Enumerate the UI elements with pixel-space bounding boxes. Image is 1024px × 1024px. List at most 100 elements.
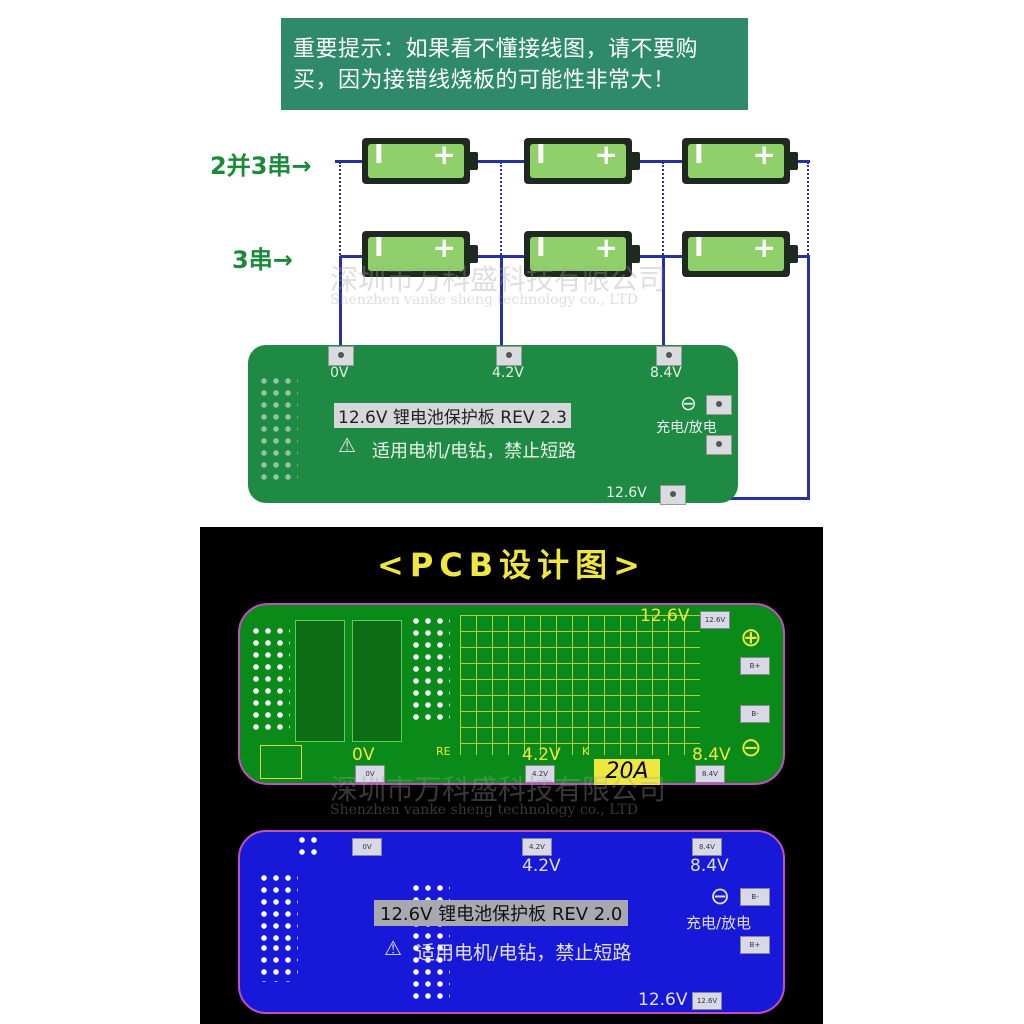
warning-banner: 重要提示：如果看不懂接线图，请不要购 买，因为接错线烧板的可能性非常大！	[281, 18, 748, 110]
component-outline	[260, 745, 302, 779]
board-warning: 适用电机/电钻，禁止短路	[372, 441, 577, 462]
wire	[686, 497, 810, 500]
warning-triangle-icon: ⚠	[338, 433, 356, 457]
positive-terminal-icon: +	[752, 231, 776, 264]
battery-cell: I+	[362, 231, 478, 277]
warning-triangle-icon: ⚠	[384, 936, 402, 960]
board-title: 12.6V 锂电池保护板 REV 2.3	[334, 403, 571, 428]
output-pad: B+	[740, 936, 770, 954]
via-array	[258, 872, 298, 942]
pad-12-6v-label: 12.6V	[606, 485, 647, 501]
wire	[478, 160, 526, 163]
wire	[798, 160, 810, 163]
dotted-wire	[500, 162, 502, 255]
pcb-top-re: RE	[436, 745, 451, 758]
output-pad: B+	[740, 657, 770, 675]
negative-terminal-icon: I	[694, 233, 704, 263]
pad-12-6v: 12.6V	[692, 992, 722, 1010]
pcb-top-4-2v: 4.2V	[522, 745, 561, 765]
output-pad: B-	[740, 705, 770, 723]
negative-terminal-icon: I	[536, 233, 546, 263]
row-label-3s: 3串→	[232, 240, 293, 275]
battery-cell: I+	[524, 138, 640, 184]
output-pad	[706, 435, 732, 455]
positive-terminal-icon: +	[432, 231, 456, 264]
via-array	[250, 625, 290, 735]
battery-cell: I+	[682, 138, 798, 184]
dotted-wire	[807, 162, 809, 255]
charge-discharge-label: 充电/放电	[686, 914, 752, 932]
pad-4-2v-label: 4.2V	[492, 365, 524, 381]
charge-discharge-label: 充电/放电	[656, 420, 717, 436]
pcb-top-layer: 12.6V 12.6V ⊕ B+ B- ⊖ 0V RE 4.2V K 8.4V …	[238, 603, 785, 785]
pcb-top-8-4v: 8.4V	[692, 745, 731, 765]
minus-circle-icon: ⊖	[710, 882, 731, 910]
pad-4-2v: 4.2V	[525, 765, 555, 783]
row-label-2p3s-text: 2并3串	[210, 152, 292, 180]
battery-cell: I+	[362, 138, 478, 184]
plus-circle-icon: ⊕	[740, 623, 762, 653]
minus-circle-icon: ⊖	[680, 391, 697, 415]
protection-board-photo: 0V 4.2V 8.4V 12.6V 12.6V 锂电池保护板 REV 2.3 …	[248, 345, 738, 505]
negative-terminal-icon: I	[374, 233, 384, 263]
watermark-en: Shenzhen vanke sheng technology co., LTD	[330, 292, 638, 308]
warning-line-1: 重要提示：如果看不懂接线图，请不要购	[293, 37, 699, 62]
pad-8-4v-label: 8.4V	[650, 365, 682, 381]
pad-12-6v	[660, 485, 686, 505]
pad-0v-label: 0V	[330, 365, 349, 381]
dotted-wire	[662, 162, 664, 255]
pcb-top-k: K	[582, 745, 590, 758]
pad-0v	[328, 346, 354, 366]
wire	[807, 256, 810, 500]
positive-terminal-icon: +	[432, 138, 456, 171]
pad-8-4v: 8.4V	[692, 838, 722, 856]
arrow-right-icon: →	[291, 152, 312, 180]
wire	[335, 160, 363, 163]
component-grid	[460, 615, 700, 755]
wire	[500, 256, 503, 348]
pcb-bottom-title: 12.6V 锂电池保护板 REV 2.0	[374, 900, 629, 926]
wire	[339, 256, 342, 348]
pad-8-4v: 8.4V	[695, 765, 725, 783]
via-array	[410, 615, 450, 725]
negative-terminal-icon: I	[694, 140, 704, 170]
warning-line-2: 买，因为接错线烧板的可能性非常大！	[293, 68, 676, 93]
arrow-right-icon: →	[272, 246, 293, 274]
row-label-3s-text: 3串	[232, 246, 273, 274]
via-array	[296, 834, 320, 860]
positive-terminal-icon: +	[594, 231, 618, 264]
positive-terminal-icon: +	[594, 138, 618, 171]
via-array	[258, 942, 298, 982]
negative-terminal-icon: I	[374, 140, 384, 170]
pcb-bottom-12-6v: 12.6V	[638, 990, 688, 1010]
pcb-top-12-6v: 12.6V	[640, 606, 690, 626]
wire	[640, 160, 684, 163]
via-array	[258, 375, 298, 485]
battery-cell: I+	[682, 231, 798, 277]
pad-0v: 0V	[355, 765, 385, 783]
wire	[340, 255, 363, 258]
current-rating-badge: 20A	[594, 759, 660, 785]
pad-8-4v	[656, 346, 682, 366]
pcb-top-0v: 0V	[352, 745, 375, 765]
pad-0v: 0V	[352, 838, 382, 856]
pcb-bottom-8-4v: 8.4V	[690, 856, 729, 876]
pad-4-2v	[496, 346, 522, 366]
positive-terminal-icon: +	[752, 138, 776, 171]
row-label-2p3s: 2并3串→	[210, 146, 312, 181]
pcb-bottom-warning: 适用电机/电钻，禁止短路	[416, 942, 632, 964]
mosfet-pad	[352, 620, 402, 742]
pad-12-6v: 12.6V	[700, 611, 730, 629]
output-pad: B-	[740, 888, 770, 906]
mosfet-pad	[295, 620, 345, 742]
pcb-design-title: <PCB设计图>	[377, 546, 646, 584]
negative-terminal-icon: I	[536, 140, 546, 170]
wire	[662, 256, 665, 348]
dotted-wire	[339, 162, 341, 255]
pcb-bottom-4-2v: 4.2V	[522, 856, 561, 876]
pcb-bottom-layer: 0V 4.2V 8.4V 4.2V 8.4V 12.6V 锂电池保护板 REV …	[238, 830, 785, 1014]
minus-circle-icon: ⊖	[740, 733, 762, 763]
pad-4-2v: 4.2V	[522, 838, 552, 856]
battery-cell: I+	[524, 231, 640, 277]
wire	[798, 255, 810, 258]
